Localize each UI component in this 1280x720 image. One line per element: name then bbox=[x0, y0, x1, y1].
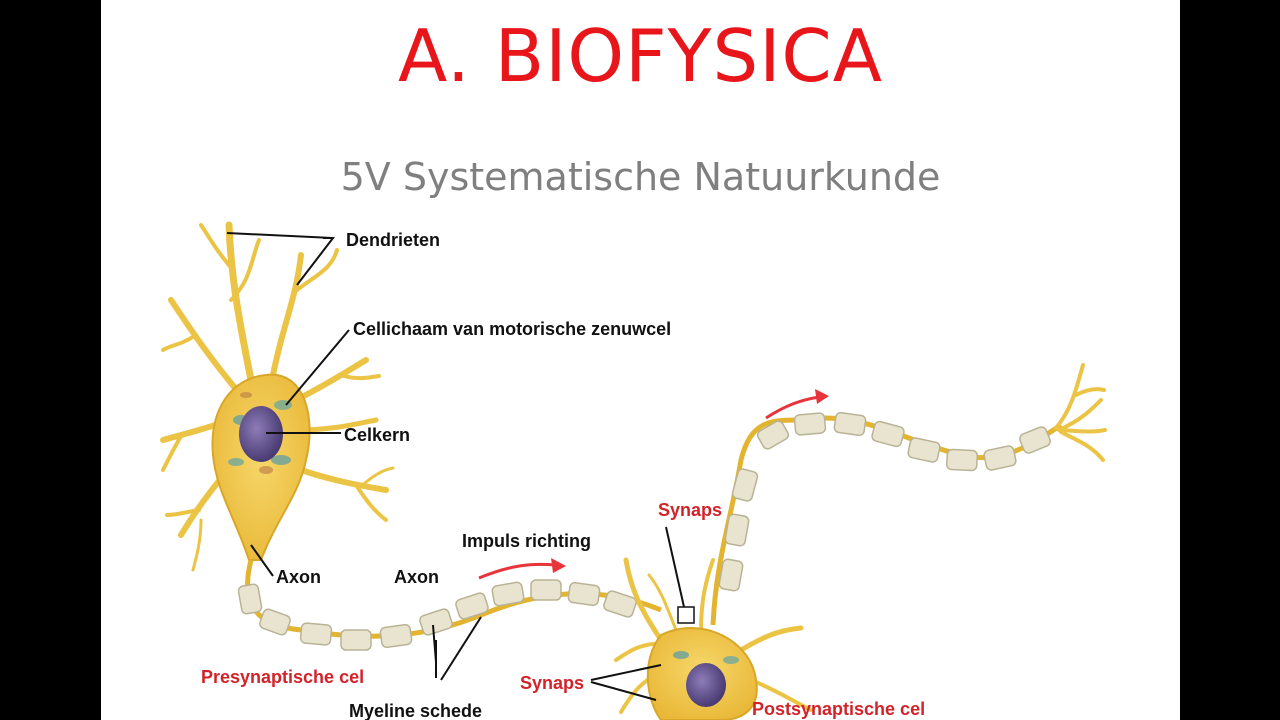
label-nucleus: Celkern bbox=[344, 424, 410, 446]
slide: A. BIOFYSICA 5V Systematische Natuurkund… bbox=[101, 0, 1180, 720]
label-impulse-direction: Impuls richting bbox=[462, 530, 591, 552]
label-postsynaptic-cell: Postsynaptische cel bbox=[752, 698, 925, 720]
label-synapse-top: Synaps bbox=[658, 499, 722, 521]
myelin-segments-upper bbox=[719, 412, 1052, 591]
label-myelin-sheath: Myeline schede bbox=[349, 700, 482, 720]
synapse-marker bbox=[678, 607, 694, 623]
label-dendrites: Dendrieten bbox=[346, 229, 440, 251]
label-cell-body: Cellichaam van motorische zenuwcel bbox=[353, 318, 671, 340]
label-axon-2: Axon bbox=[394, 566, 439, 588]
axon-terminal bbox=[1056, 365, 1105, 460]
label-axon-1: Axon bbox=[276, 566, 321, 588]
neuron-diagram bbox=[101, 0, 1180, 720]
postsynaptic-nucleus bbox=[686, 663, 726, 707]
impulse-arrow-lower bbox=[479, 558, 566, 578]
label-synapse-bottom: Synaps bbox=[520, 672, 584, 694]
myelin-segments-lower bbox=[238, 580, 638, 650]
label-presynaptic-cell: Presynaptische cel bbox=[201, 666, 364, 688]
